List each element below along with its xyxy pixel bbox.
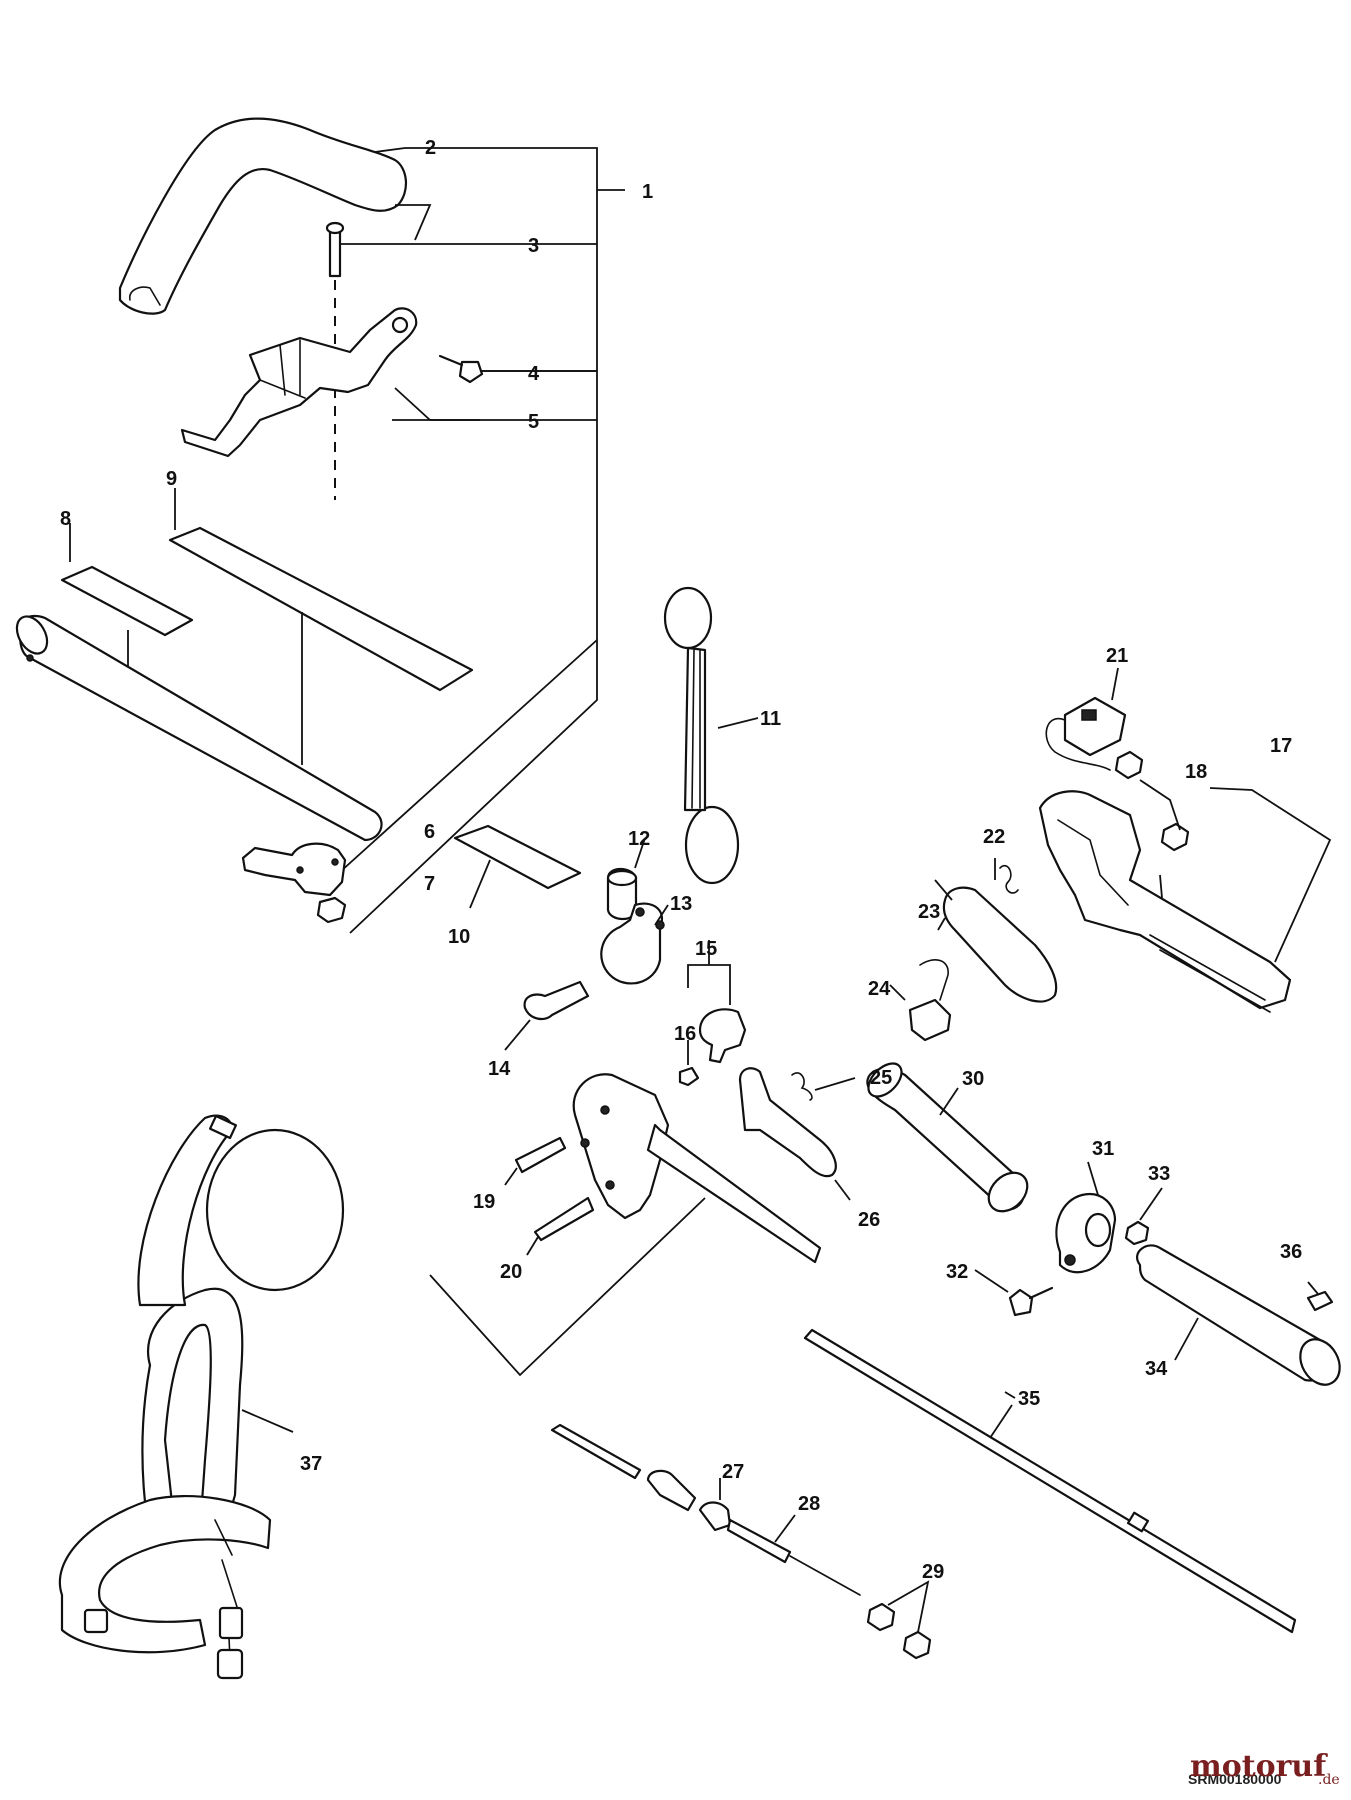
label-1: 1 [642,181,653,203]
label-13: 13 [670,893,692,915]
part-9-strip [168,488,474,765]
part-33-nut [1124,1187,1163,1246]
part-15-bracket [687,940,731,1005]
part-14-bolt [504,980,590,1051]
label-16: 16 [674,1023,696,1045]
label-14: 14 [488,1058,511,1080]
label-20: 20 [500,1261,522,1283]
label-8: 8 [60,508,71,530]
part-23-lever [934,879,1058,1003]
part-24-latch [889,959,952,1042]
label-24: 24 [868,978,891,1000]
part-13-clamp [600,902,669,985]
label-25: 25 [870,1067,892,1089]
part-17-rear-handle [1038,787,1332,1013]
group-1-bracket [339,147,625,934]
watermark-brand: motoruf [1190,1749,1328,1784]
watermark: motoruf .de [1190,1749,1340,1788]
part-labels: 1 2 3 4 5 6 7 8 9 10 11 12 13 14 15 16 1… [60,137,1302,1583]
label-10: 10 [448,926,470,948]
part-12-collar [606,837,646,921]
label-9: 9 [166,468,177,490]
label-23: 23 [918,901,940,923]
part-16-clamp [678,1008,747,1087]
label-32: 32 [946,1261,968,1283]
label-3: 3 [528,235,539,257]
part-2-handle-bar [118,117,432,315]
part-36-label [1306,1281,1334,1312]
label-34: 34 [1145,1358,1168,1380]
label-26: 26 [858,1209,880,1231]
part-30-grip [866,1062,1029,1213]
label-17: 17 [1270,735,1292,757]
part-26-throttle-trigger [738,1067,851,1201]
part-31-clamp [1055,1161,1117,1274]
label-4: 4 [528,363,540,385]
part-19-20-throttle-housing [429,1073,822,1377]
part-18-nuts [1114,750,1190,852]
label-6: 6 [424,821,435,843]
label-31: 31 [1092,1138,1114,1160]
label-35: 35 [1018,1388,1040,1410]
label-11: 11 [760,708,781,730]
label-29: 29 [922,1561,944,1583]
label-36: 36 [1280,1241,1302,1263]
part-22-spring [994,858,1019,894]
part-27-28-throttle-cable [550,1423,861,1596]
label-28: 28 [798,1493,820,1515]
label-30: 30 [962,1068,984,1090]
label-18: 18 [1185,761,1207,783]
part-35-drive-shaft [803,1328,1297,1634]
part-25-spring [791,1072,856,1101]
label-37: 37 [300,1453,322,1475]
part-10-strip [453,824,582,909]
part-29-nuts [866,1580,932,1660]
label-5: 5 [528,411,539,433]
label-19: 19 [473,1191,495,1213]
label-33: 33 [1148,1163,1170,1185]
label-22: 22 [983,826,1005,848]
part-8-strip [60,523,194,675]
part-32-bolt [974,1269,1054,1317]
part-5-handle-bracket [180,307,480,458]
part-11-loop [663,586,759,885]
label-15: 15 [695,938,717,960]
part-37-harness [58,1114,345,1680]
part-21-switch [1045,667,1127,771]
label-7: 7 [424,873,435,895]
label-2: 2 [425,137,436,159]
drawing-code: SRM00180000 [1188,1771,1282,1787]
watermark-suffix: .de [1318,1772,1340,1788]
part-7-nut [316,896,347,924]
label-21: 21 [1106,645,1128,667]
part-6-shaft [15,614,383,842]
part-34-tube [1136,1244,1341,1386]
label-27: 27 [722,1461,744,1483]
label-12: 12 [628,828,650,850]
part-6-clamp [241,842,347,897]
part-4-bolt [438,354,597,384]
